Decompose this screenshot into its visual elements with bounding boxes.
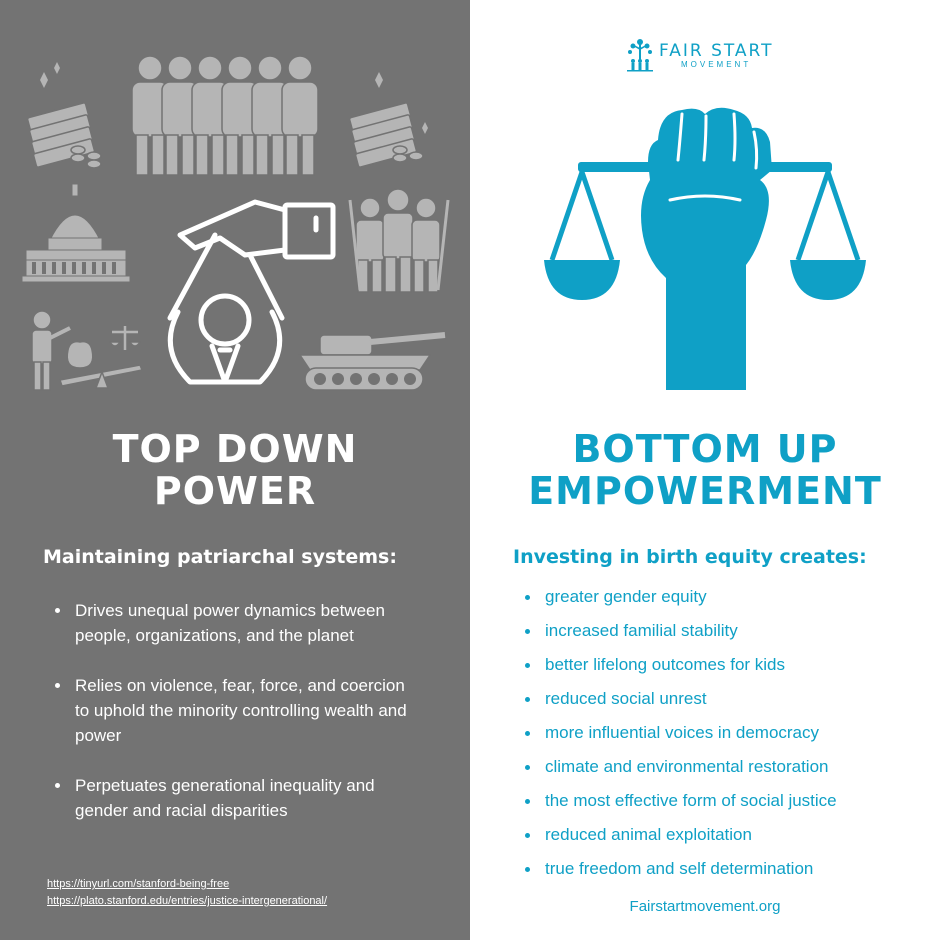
list-item: reduced social unrest — [520, 682, 920, 716]
top-down-bullet-list: Drives unequal power dynamics between pe… — [50, 598, 410, 848]
list-item: increased familial stability — [520, 614, 920, 648]
tank-icon — [298, 332, 446, 391]
top-down-panel: TOP DOWN POWER Maintaining patriarchal s… — [0, 0, 470, 940]
title-line-2: EMPOWERMENT — [528, 469, 882, 513]
businessmen-group-icon — [131, 55, 319, 176]
bottom-up-panel: FAIR START MOVEMENT BOTTOM UP EMPOW — [470, 0, 940, 940]
logo-name: FAIR START — [659, 41, 774, 61]
title-line-2: POWER — [153, 469, 317, 513]
puppet-hand-icon — [167, 199, 336, 385]
list-item: greater gender equity — [520, 580, 920, 614]
list-item: reduced animal exploitation — [520, 818, 920, 852]
title-line-1: BOTTOM UP — [572, 427, 838, 471]
soldiers-icon — [348, 188, 450, 293]
raised-fist-scale-icon — [544, 107, 866, 390]
money-stack-icon — [348, 102, 424, 168]
reference-link-plato-justice[interactable]: https://plato.stanford.edu/entries/justi… — [47, 895, 328, 907]
tree-family-icon — [627, 39, 653, 72]
bottom-up-subtitle: Investing in birth equity creates: — [513, 546, 867, 568]
title-line-1: TOP DOWN — [112, 427, 358, 471]
money-stack-icon — [26, 102, 102, 169]
bottom-up-title: BOTTOM UP EMPOWERMENT — [470, 428, 940, 512]
list-item: true freedom and self determination — [520, 852, 920, 886]
top-down-subtitle: Maintaining patriarchal systems: — [43, 546, 397, 568]
reference-links: https://tinyurl.com/stanford-being-free … — [47, 876, 327, 910]
list-item: Relies on violence, fear, force, and coe… — [50, 673, 410, 748]
list-item: Drives unequal power dynamics between pe… — [50, 598, 410, 648]
capitol-building-icon — [21, 183, 131, 283]
list-item: more influential voices in democracy — [520, 716, 920, 750]
bottom-up-bullet-list: greater gender equity increased familial… — [520, 580, 920, 886]
wealth-scale-icon — [31, 310, 144, 391]
list-item: better lifelong outcomes for kids — [520, 648, 920, 682]
list-item: climate and environmental restoration — [520, 750, 920, 784]
fair-start-logo: FAIR START MOVEMENT — [625, 36, 795, 76]
logo-tagline: MOVEMENT — [681, 60, 752, 69]
list-item: Perpetuates generational inequality and … — [50, 773, 410, 823]
list-item: the most effective form of social justic… — [520, 784, 920, 818]
website-link[interactable]: Fairstartmovement.org — [629, 898, 781, 915]
top-down-illustration — [21, 55, 450, 391]
reference-link-stanford-being-free[interactable]: https://tinyurl.com/stanford-being-free — [47, 878, 230, 890]
top-down-title: TOP DOWN POWER — [0, 428, 470, 512]
